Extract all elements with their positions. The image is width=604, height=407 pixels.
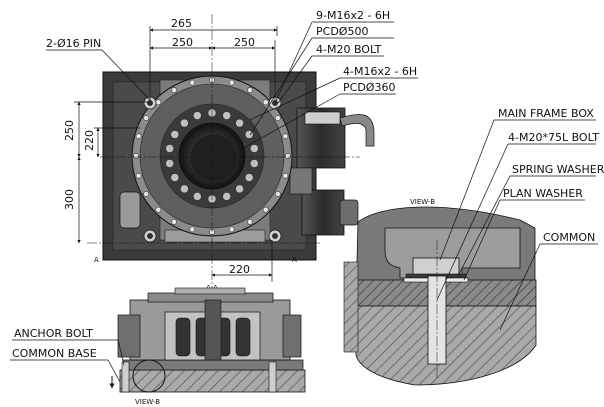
outer-bolt-hole (228, 79, 235, 86)
inner-bolt-hole (180, 184, 189, 194)
callout-bolt-spec: 4-M20*75L BOLT (508, 131, 599, 144)
motor-cable (339, 114, 375, 147)
dim-half-left: 250 (172, 36, 193, 49)
top-cap (174, 287, 246, 295)
callout-bolt-m20: 4-M20 BOLT (316, 43, 382, 56)
section-marker-right: A (292, 256, 297, 264)
top-view: 265 250 250 220 250 220 300 A A A-A 2-Ø1… (46, 9, 418, 300)
detail-view-label: VIEW-B (410, 198, 435, 206)
front-view-b-label: VIEW-B (135, 398, 160, 406)
callout-thread-small: 4-M16x2 - 6H (343, 65, 417, 78)
outer-bolt-hole (285, 153, 291, 159)
section-marker-left: A (94, 256, 99, 264)
outer-bolt-hole (282, 133, 289, 140)
outer-bolt-hole (262, 206, 269, 213)
inner-bolt-hole (180, 118, 189, 128)
callout-thread-large: 9-M16x2 - 6H (316, 9, 390, 22)
callout-anchor-bolt: ANCHOR BOLT (14, 327, 93, 340)
inner-bolt-hole (165, 144, 174, 153)
callout-plan-washer: PLAN WASHER (503, 187, 583, 200)
outer-bolt-holes (133, 77, 291, 235)
callout-pcd-large: PCDØ500 (316, 25, 368, 38)
outer-bolt-hole (189, 226, 196, 233)
outer-bolt-hole (247, 218, 253, 225)
callout-main-frame-box: MAIN FRAME BOX (498, 107, 594, 120)
view-b-circle (132, 359, 166, 393)
callout-pcd-small: PCDØ360 (343, 81, 395, 94)
inner-bolt-holes (165, 108, 259, 204)
common-base-hatched (119, 369, 306, 393)
callout-common-base: COMMON BASE (12, 347, 97, 360)
inner-bolt-hole (193, 111, 202, 120)
inner-bolt-hole (235, 184, 244, 194)
dim-bottom: 220 (229, 263, 250, 276)
outer-bolt-hole (274, 191, 281, 197)
right-gearbox (282, 314, 302, 358)
outer-bolt-hole (189, 79, 196, 86)
left-cylinder (119, 191, 141, 229)
dim-left-lower: 300 (63, 189, 76, 210)
front-section-view: VIEW-B ANCHOR BOLT COMMON BASE (10, 287, 306, 406)
motor-body (301, 189, 345, 236)
detail-view-b: VIEW-B MAIN FRAME BOX 4-M20*75L BOLT SPR… (343, 107, 604, 386)
outer-bolt-hole (135, 172, 142, 179)
inner-bolt-hole (244, 173, 254, 182)
inner-bolt-hole (222, 192, 231, 201)
callout-common: COMMON (543, 231, 595, 244)
inner-bolt-hole (170, 130, 180, 139)
detail-left-edge (343, 261, 359, 353)
inner-bolt-hole (250, 144, 259, 153)
outer-bolt-hole (143, 191, 150, 197)
outer-bolt-hole (171, 218, 177, 225)
dim-left-inner: 220 (83, 130, 96, 151)
outer-bolt-hole (282, 172, 289, 179)
bore-inner (189, 133, 239, 183)
outer-bolt-hole (155, 206, 162, 213)
outer-bolt-hole (274, 115, 281, 121)
callout-spring-washer: SPRING WASHER (512, 163, 604, 176)
motor-shaft (289, 167, 313, 195)
outer-bolt-hole (143, 115, 150, 121)
dim-overall-width: 265 (171, 17, 192, 30)
dim-left-upper: 250 (63, 120, 76, 141)
inner-bolt-hole (193, 192, 202, 201)
outer-bolt-hole (228, 226, 235, 233)
outer-bolt-hole (247, 87, 253, 94)
inner-bolt-hole (170, 173, 180, 182)
outer-bolt-hole (171, 87, 177, 94)
dim-half-right: 250 (234, 36, 255, 49)
outer-bolt-hole (135, 133, 142, 140)
inner-bolt-hole (250, 159, 259, 168)
callout-pin: 2-Ø16 PIN (46, 37, 101, 50)
inner-bolt-hole (222, 111, 231, 120)
motor-coupling (339, 199, 359, 226)
gearbox-flange (304, 111, 341, 125)
left-gearbox (117, 314, 141, 358)
outer-bolt-hole (155, 99, 162, 106)
outer-bolt-hole (133, 153, 139, 159)
inner-pivot (204, 299, 222, 361)
outer-bolt-hole (262, 99, 269, 106)
inner-bolt-hole (235, 118, 244, 128)
inner-bolt-hole (165, 159, 174, 168)
anchor-bolts (121, 361, 277, 393)
